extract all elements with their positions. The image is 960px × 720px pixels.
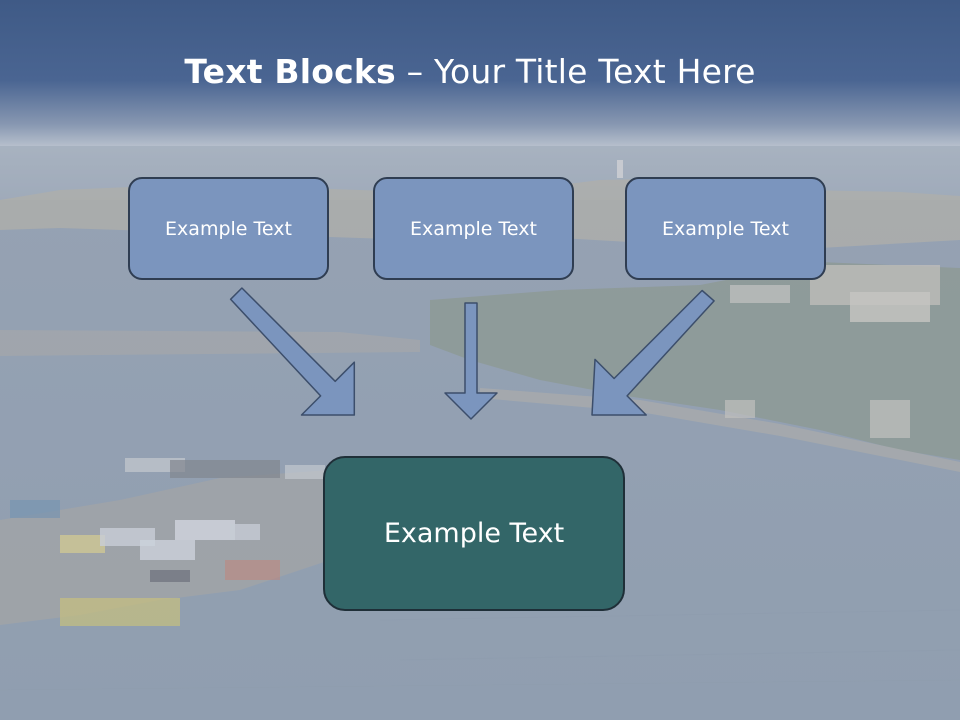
text-block-2-label: Example Text [410,217,537,240]
main-text-block-label: Example Text [383,518,565,549]
text-block-3-label: Example Text [662,217,789,240]
title-bold-part: Text Blocks [184,52,396,91]
text-block-2: Example Text [373,177,574,280]
main-text-block: Example Text [323,456,625,611]
text-block-1: Example Text [128,177,329,280]
text-block-1-label: Example Text [165,217,292,240]
title-rest-part: Your Title Text Here [434,52,756,91]
slide-title: Text Blocks – Your Title Text Here [0,52,940,91]
title-separator: – [406,52,424,91]
title-header-band: Text Blocks – Your Title Text Here [0,0,960,146]
text-block-3: Example Text [625,177,826,280]
